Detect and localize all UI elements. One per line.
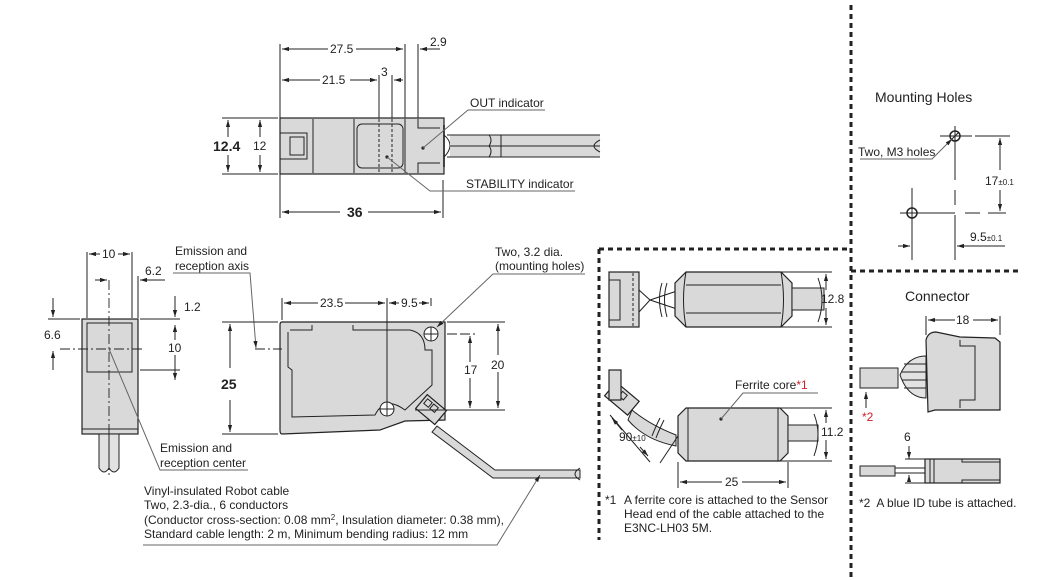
cable-note-line-3: (Conductor cross-section: 0.08 mm2, Insu… [144, 513, 504, 527]
dim-27-5: 27.5 [330, 42, 354, 56]
ferrite-note-line-1: A ferrite core is attached to the Sensor [624, 493, 828, 507]
cable-note-line-2: Two, 2.3-dia., 6 conductors [144, 498, 288, 512]
mounting-holes-title: Mounting Holes [875, 89, 972, 105]
out-indicator-label: OUT indicator [470, 96, 544, 110]
front-view: 10 6.2 1.2 10 6.6 Emission and reception… [44, 244, 258, 478]
ferrite-dim-11-2: 11.2 [821, 425, 844, 439]
dim-2-9: 2.9 [430, 35, 447, 49]
side-view: 23.5 9.5 25 17 20 Two, 3.2 dia. (mountin… [221, 245, 585, 481]
mounting-holes-label-2: (mounting holes) [495, 259, 584, 273]
dim-12: 12 [253, 139, 267, 153]
mounting-holes-section: Mounting Holes 17±0.1 9.5±0.1 Two, M3 ho… [858, 89, 1014, 260]
stability-indicator-label: STABILITY indicator [466, 177, 574, 191]
cable-note-line-4: Standard cable length: 2 m, Minimum bend… [144, 527, 468, 541]
side-dim-17: 17 [464, 363, 478, 377]
cable-note-line-1: Vinyl-insulated Robot cable [144, 484, 290, 498]
ferrite-note-line-3: E3NC-LH03 5M. [624, 521, 712, 535]
dim-3: 3 [381, 65, 388, 79]
connector-dim-6: 6 [904, 430, 911, 444]
holes-label: Two, M3 holes [858, 145, 935, 159]
front-dim-1-2: 1.2 [184, 300, 201, 314]
ferrite-note-ref: *1 [605, 493, 617, 507]
dim-12-4: 12.4 [213, 138, 240, 154]
ferrite-dim-25: 25 [725, 475, 739, 489]
cable-note: Vinyl-insulated Robot cable Two, 2.3-dia… [143, 474, 541, 546]
ferrite-core-view: 12.8 11.2 Ferrite core*1 90±10 [603, 271, 845, 535]
emission-center-label-2: reception center [160, 456, 246, 470]
ferrite-dim-90: 90±10 [619, 430, 646, 444]
emission-axis-label-2: reception axis [175, 259, 249, 273]
ferrite-note-line-2: Head end of the cable attached to the [624, 507, 824, 521]
top-view: 27.5 2.9 21.5 3 [213, 35, 601, 220]
section-separators [597, 5, 1020, 578]
dim-36: 36 [347, 204, 363, 220]
front-dim-10-top: 10 [102, 247, 116, 261]
front-dim-6-2: 6.2 [145, 264, 162, 278]
connector-title: Connector [905, 288, 970, 304]
emission-axis-label-1: Emission and [175, 244, 247, 258]
dim-21-5: 21.5 [322, 73, 346, 87]
holes-dim-17: 17±0.1 [985, 174, 1014, 188]
emission-center-label-1: Emission and [160, 441, 232, 455]
mounting-holes-label-1: Two, 3.2 dia. [495, 245, 563, 259]
holes-dim-9-5: 9.5±0.1 [970, 230, 1003, 244]
connector-dim-18: 18 [956, 313, 970, 327]
front-dim-6-6: 6.6 [44, 328, 61, 342]
side-dim-9-5: 9.5 [401, 296, 418, 310]
ferrite-dim-12-8: 12.8 [821, 292, 845, 306]
front-dim-10-side: 10 [168, 341, 182, 355]
side-dim-20: 20 [491, 358, 505, 372]
side-dim-25: 25 [221, 376, 237, 392]
connector-ref: *2 [862, 410, 874, 424]
side-dim-23-5: 23.5 [320, 296, 344, 310]
ferrite-core-label: Ferrite core*1 [735, 378, 808, 392]
